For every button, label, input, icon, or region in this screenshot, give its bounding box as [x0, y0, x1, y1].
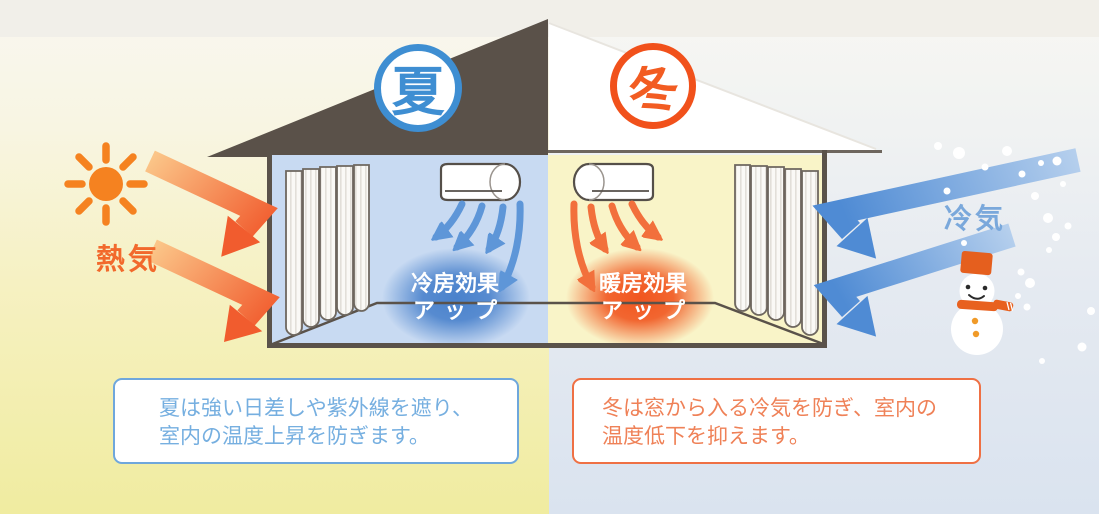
- winter-curtain-icon: [734, 164, 819, 336]
- winter-badge-label: 冬: [623, 57, 686, 126]
- winter-caption-line2: 温度低下を抑えます。: [602, 424, 810, 448]
- winter-roof: [548, 22, 882, 153]
- cooling-effect-line1: 冷房効果: [410, 272, 499, 297]
- house-outline: [267, 150, 827, 348]
- snowflakes: [934, 142, 1095, 364]
- cooling-glow: [382, 248, 530, 348]
- summer-badge: 夏: [374, 44, 462, 132]
- winter-badge: 冬: [610, 43, 696, 129]
- floor-line: [269, 301, 827, 347]
- heating-effect-label: 暖房効果 アップ: [558, 271, 728, 325]
- cooling-effect-label: 冷房効果 アップ: [370, 271, 540, 325]
- summer-curtain-icon: [285, 164, 370, 336]
- snowman-icon: [951, 250, 1014, 355]
- winter-caption-line1: 冬は窓から入る冷気を防ぎ、室内の: [602, 396, 937, 420]
- heat-arrows-icon: [145, 150, 280, 342]
- hot-air-label: 熱気: [96, 242, 161, 276]
- cold-arrows-icon: [812, 148, 1081, 337]
- summer-caption-line1: 夏は強い日差しや紫外線を遮り、: [159, 396, 473, 420]
- cold-air-label: 冷気: [944, 202, 1007, 235]
- sun-icon: [64, 142, 148, 226]
- summer-air-conditioner-icon: [439, 162, 522, 202]
- winter-caption-box: 冬は窓から入る冷気を防ぎ、室内の 温度低下を抑えます。: [572, 378, 981, 464]
- heating-effect-line2: アップ: [600, 299, 694, 324]
- summer-badge-label: 夏: [391, 62, 445, 123]
- heating-effect-line1: 暖房効果: [598, 272, 687, 297]
- cooling-effect-line2: アップ: [412, 299, 506, 324]
- summer-caption-box: 夏は強い日差しや紫外線を遮り、 室内の温度上昇を防ぎます。: [113, 378, 519, 464]
- heating-glow: [566, 248, 714, 348]
- warm-airflow-arrows-icon: [570, 200, 658, 287]
- summer-caption-line2: 室内の温度上昇を防ぎます。: [159, 424, 430, 448]
- cool-airflow-arrows-icon: [436, 200, 524, 287]
- winter-air-conditioner-icon: [572, 162, 655, 202]
